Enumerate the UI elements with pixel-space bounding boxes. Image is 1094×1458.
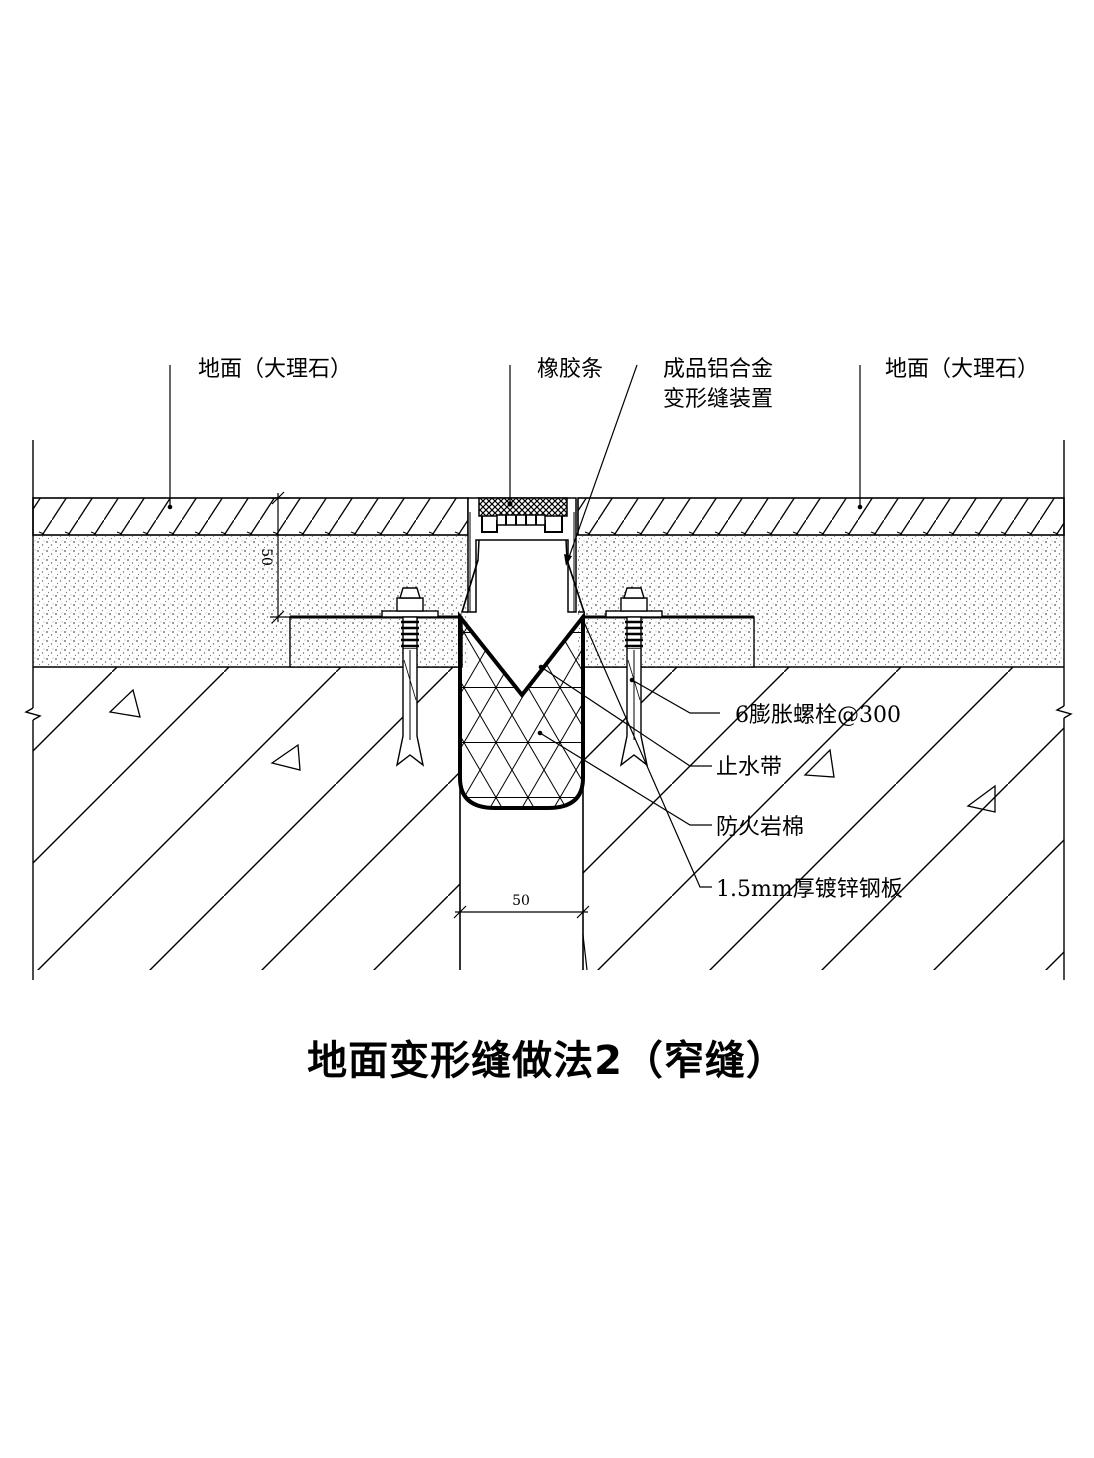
concrete-aggregate-mark <box>966 784 996 813</box>
label-floor-marble-left: 地面（大理石） <box>198 357 352 382</box>
aluminum-joint-device <box>460 497 586 613</box>
dimension-layer-thickness <box>270 491 290 624</box>
dimension-joint-width-value: 50 <box>512 893 530 909</box>
dimension-joint-width <box>453 905 590 971</box>
waterstop-fire-rock-wool <box>458 611 585 810</box>
drawing-title: 地面变形缝做法2（窄缝） <box>307 1038 787 1084</box>
label-galvanized-steel-plate: 1.5mm厚镀锌钢板 <box>716 877 903 902</box>
label-rubber-strip: 橡胶条 <box>537 357 603 382</box>
label-waterstop: 止水带 <box>716 755 782 780</box>
dimension-layer-thickness-value: 50 <box>258 548 274 566</box>
concrete-slab <box>33 617 1064 970</box>
concrete-aggregate-mark <box>803 748 835 778</box>
label-floor-marble-right: 地面（大理石） <box>885 357 1039 382</box>
label-expansion-bolt: 6膨胀螺栓@300 <box>735 703 901 728</box>
expansion-bolt-right <box>605 587 663 767</box>
leader-arrows <box>167 504 863 736</box>
joint-section-drawing: 50 50 地面（大理石） 橡胶条 成品铝合金 变形缝装置 地面（大理石） 6膨… <box>24 357 1073 980</box>
section-boundaries <box>24 440 1073 980</box>
leader-lines <box>169 364 861 888</box>
label-aluminum-device-line2: 变形缝装置 <box>663 387 773 412</box>
label-aluminum-device-line1: 成品铝合金 <box>663 357 773 382</box>
galvanized-steel-plate <box>289 615 755 668</box>
waterstop-assembly <box>458 611 585 810</box>
rubber-strip <box>478 497 568 517</box>
marble-layer <box>32 497 1065 536</box>
concrete-aggregate-mark <box>108 688 141 718</box>
concrete-aggregate-mark <box>270 743 301 771</box>
screed-layer <box>33 534 1064 667</box>
label-fire-rock-wool: 防火岩棉 <box>716 815 804 840</box>
expansion-bolt-left <box>381 587 439 767</box>
